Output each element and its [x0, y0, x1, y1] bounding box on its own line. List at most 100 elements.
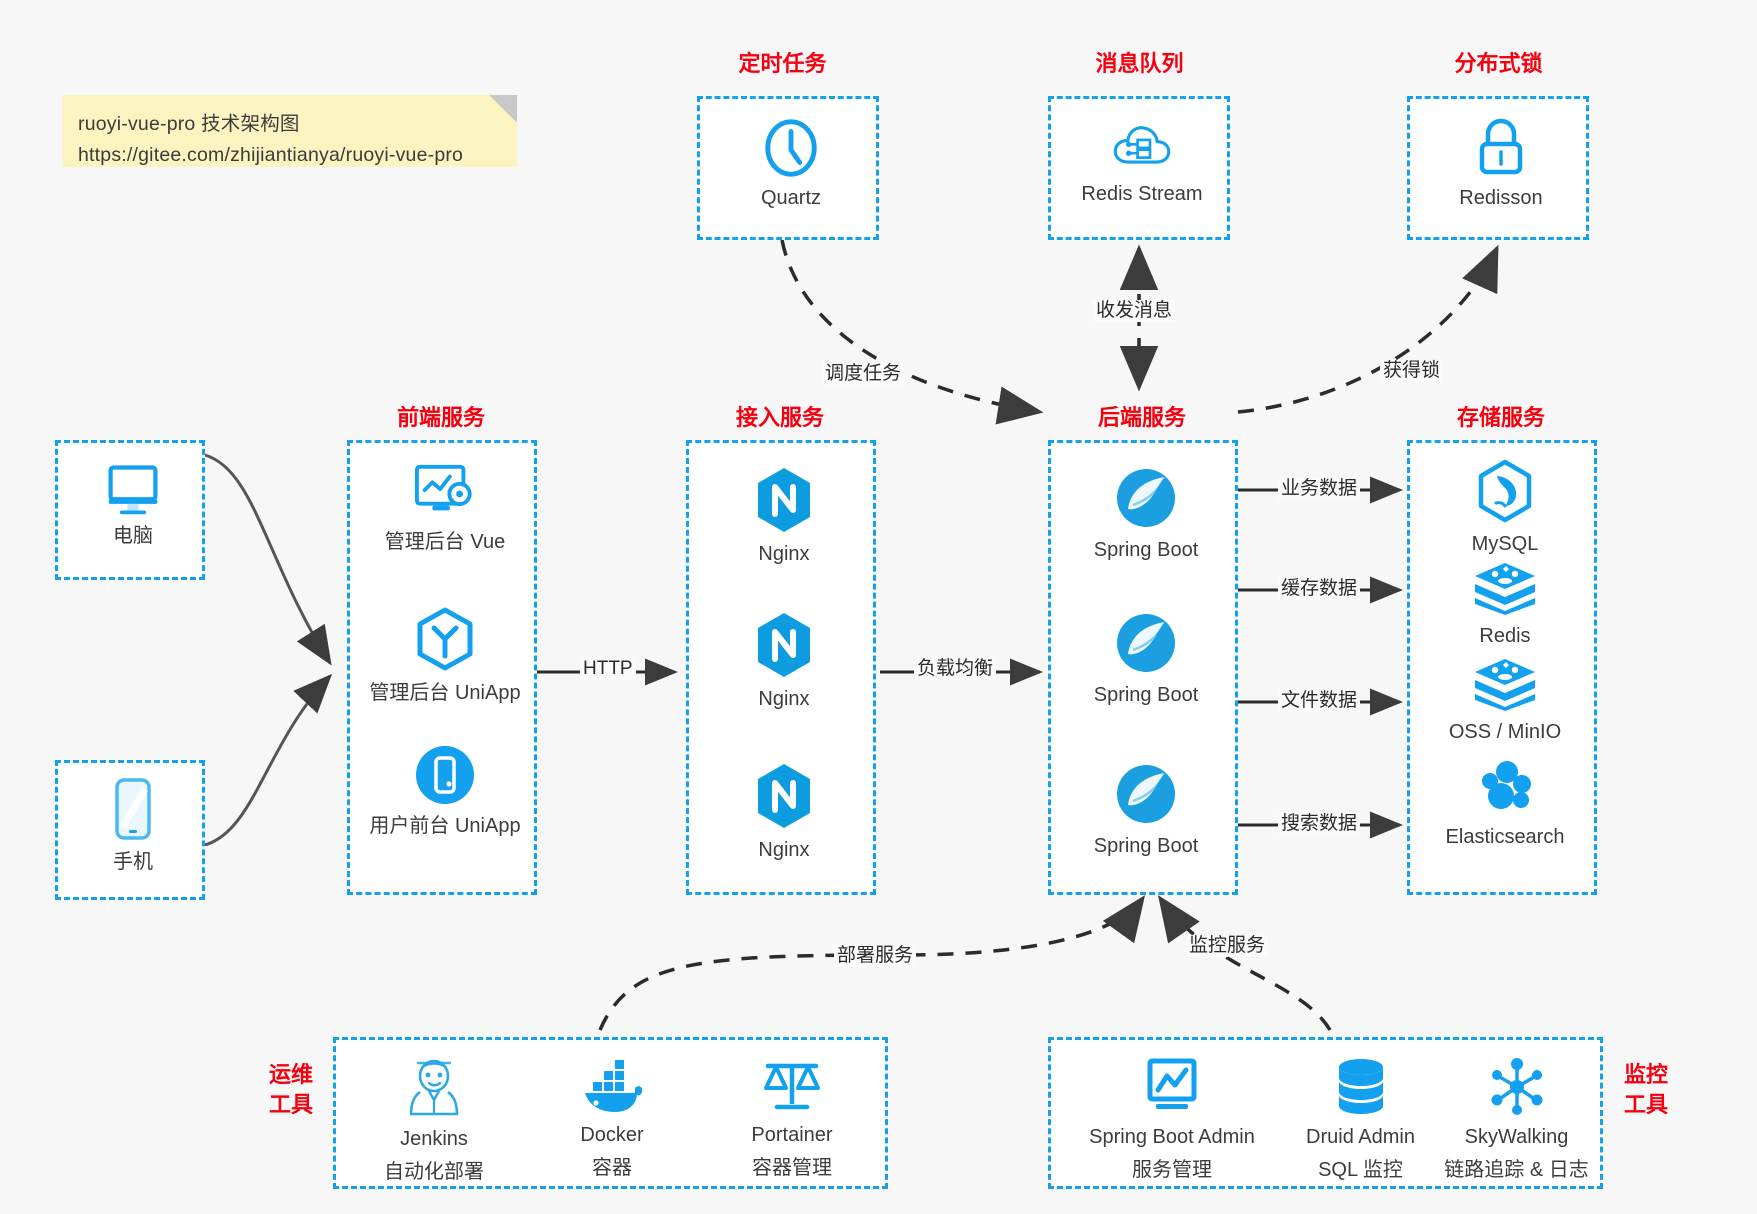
edge-schedule-task [780, 239, 1044, 425]
edge-label-schedule-task: 调度任务 [822, 363, 905, 385]
node-sublabel: 自动化部署 [384, 1161, 484, 1183]
node-sublabel: 链路追踪 & 日志 [1444, 1159, 1589, 1181]
node-nginx-3[interactable]: Nginx [689, 761, 879, 864]
node-desktop[interactable]: 电脑 [58, 461, 208, 550]
group-gateway[interactable]: Nginx Nginx Nginx [686, 440, 876, 895]
elasticsearch-icon [1482, 761, 1531, 809]
heading-devops-line-2: 工具 [268, 1092, 313, 1117]
edge-label-file-data: 文件数据 [1278, 690, 1361, 712]
heading-frontend: 前端服务 [396, 405, 485, 430]
group-scheduled-tasks[interactable]: Quartz [697, 96, 879, 240]
desktop-icon [108, 465, 158, 515]
jenkins-icon [409, 1059, 459, 1116]
node-label: Elasticsearch [1445, 826, 1565, 848]
node-label: Druid Admin [1306, 1126, 1415, 1148]
edge-label-cache-data: 缓存数据 [1278, 578, 1361, 600]
edge-label-acquire-lock: 获得锁 [1380, 360, 1444, 382]
node-spring-boot-1[interactable]: Spring Boot [1051, 465, 1241, 564]
node-label: OSS / MinIO [1448, 721, 1562, 743]
node-quartz[interactable]: Quartz [700, 117, 882, 212]
node-portainer[interactable]: Portainer 容器管理 [712, 1054, 872, 1182]
edge-label-business-data: 业务数据 [1278, 478, 1361, 500]
node-label: 管理后台 UniApp [369, 682, 521, 704]
node-label: Redis [1479, 625, 1531, 647]
heading-distributed-lock: 分布式锁 [1454, 51, 1543, 76]
node-admin-vue[interactable]: 管理后台 Vue [350, 461, 540, 556]
node-redis-stream[interactable]: Redis Stream [1051, 119, 1233, 208]
note-dogear-icon [489, 95, 517, 123]
heading-monitoring: 监控 工具 [1613, 1060, 1679, 1120]
node-label: Docker [580, 1124, 644, 1146]
node-sublabel: SQL 监控 [1318, 1159, 1403, 1181]
node-sublabel: 容器管理 [752, 1157, 832, 1179]
node-elasticsearch[interactable]: Elasticsearch [1410, 758, 1600, 851]
monitor-chart-icon [1147, 1058, 1197, 1109]
mysql-icon [1478, 459, 1532, 523]
group-storage[interactable]: MySQL Redis [1407, 440, 1597, 895]
node-label: Portainer [751, 1124, 833, 1146]
node-admin-uniapp[interactable]: 管理后台 UniApp [350, 606, 540, 707]
group-devops[interactable]: Jenkins 自动化部署 Docker 容器 [333, 1037, 888, 1189]
node-label: Spring Boot [1093, 539, 1199, 561]
node-label: 管理后台 Vue [384, 531, 506, 553]
group-backend[interactable]: Spring Boot Spring Boot Spring Boot [1048, 440, 1238, 895]
heading-scheduled-tasks: 定时任务 [738, 51, 827, 76]
nginx-icon [758, 613, 810, 677]
heading-devops-line-1: 运维 [268, 1062, 313, 1087]
nginx-icon [758, 468, 810, 532]
node-druid-admin[interactable]: Druid Admin SQL 监控 [1273, 1056, 1448, 1184]
mobile-icon [115, 778, 151, 840]
spring-icon [1117, 469, 1175, 527]
group-message-queue[interactable]: Redis Stream [1048, 96, 1230, 240]
group-distributed-lock[interactable]: Redisson [1407, 96, 1589, 240]
node-mysql[interactable]: MySQL [1410, 459, 1600, 558]
heading-message-queue: 消息队列 [1095, 51, 1184, 76]
node-label: Nginx [758, 839, 810, 861]
heading-gateway: 接入服务 [735, 405, 824, 430]
node-skywalking[interactable]: SkyWalking 链路追踪 & 日志 [1429, 1056, 1604, 1184]
group-client-mobile[interactable]: 手机 [55, 760, 205, 900]
node-redisson[interactable]: Redisson [1410, 117, 1592, 212]
node-oss-minio[interactable]: OSS / MinIO [1410, 655, 1600, 746]
edge-label-monitor-service: 监控服务 [1186, 935, 1269, 957]
redis-icon [1475, 563, 1535, 615]
node-mobile[interactable]: 手机 [58, 777, 208, 876]
node-nginx-2[interactable]: Nginx [689, 610, 879, 713]
database-icon [1338, 1059, 1383, 1114]
edge-desktop-to-frontend [204, 453, 332, 666]
dashboard-settings-icon [414, 464, 472, 511]
docker-icon [585, 1060, 643, 1112]
node-redis[interactable]: Redis [1410, 559, 1600, 650]
note-line-2: https://gitee.com/zhijiantianya/ruoyi-vu… [78, 144, 464, 166]
node-spring-boot-3[interactable]: Spring Boot [1051, 761, 1241, 860]
node-label: MySQL [1471, 533, 1539, 555]
node-label: Quartz [760, 187, 822, 209]
group-client-desktop[interactable]: 电脑 [55, 440, 205, 580]
node-user-uniapp[interactable]: 用户前台 UniApp [350, 743, 540, 840]
heading-storage: 存储服务 [1456, 405, 1545, 430]
scales-icon [764, 1063, 820, 1110]
node-spring-boot-2[interactable]: Spring Boot [1051, 610, 1241, 709]
node-label: Spring Boot [1093, 684, 1199, 706]
node-label: Nginx [758, 688, 810, 710]
group-frontend[interactable]: 管理后台 Vue 管理后台 UniApp 用户前台 UniApp [347, 440, 537, 895]
sticky-note: ruoyi-vue-pro 技术架构图 https://gitee.com/zh… [62, 95, 517, 167]
node-spring-boot-admin[interactable]: Spring Boot Admin 服务管理 [1067, 1056, 1277, 1184]
node-docker[interactable]: Docker 容器 [532, 1058, 692, 1182]
edge-label-http: HTTP [580, 658, 636, 680]
edge-mobile-to-frontend [204, 673, 333, 847]
node-label: Jenkins [400, 1128, 468, 1150]
node-jenkins[interactable]: Jenkins 自动化部署 [354, 1054, 514, 1186]
group-monitoring[interactable]: Spring Boot Admin 服务管理 Druid Admin SQL 监… [1048, 1037, 1603, 1189]
edge-acquire-lock [1237, 244, 1499, 414]
node-label: Spring Boot [1093, 835, 1199, 857]
heading-monitoring-line-2: 工具 [1623, 1092, 1668, 1117]
redis-icon [1475, 659, 1535, 711]
edge-label-deploy-service: 部署服务 [834, 945, 917, 967]
cube-icon [417, 607, 473, 671]
node-nginx-1[interactable]: Nginx [689, 465, 879, 568]
node-label: Redisson [1459, 187, 1543, 209]
skywalking-icon [1491, 1058, 1542, 1115]
phone-circle-icon [416, 746, 474, 804]
